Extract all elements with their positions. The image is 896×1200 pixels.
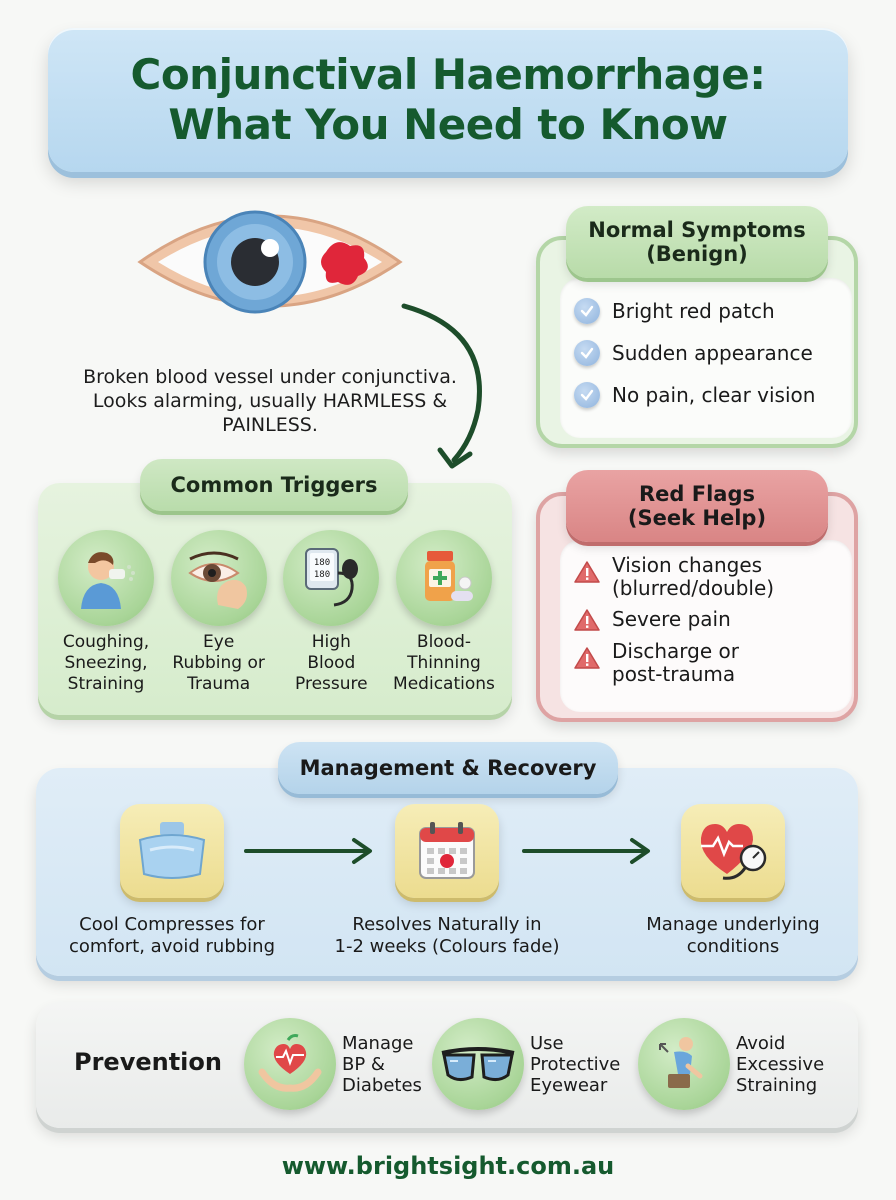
medication-icon [395,530,492,626]
normal-symptoms-heading: Normal Symptoms (Benign) [566,206,828,278]
check-icon [574,382,600,408]
eye-icon [130,190,410,330]
title-banner: Conjunctival Haemorrhage: What You Need … [48,28,848,172]
curved-arrow-icon [401,303,482,469]
warning-icon [574,561,600,583]
check-icon [574,298,600,324]
red-flag-item: Severe pain [574,608,852,632]
website-link[interactable]: www.brightsight.com.au [281,1152,615,1180]
title-line-1: Conjunctival Haemorrhage: [130,50,767,99]
triggers-heading: Common Triggers [140,459,408,511]
warning-icon [574,647,600,669]
protective-glasses-icon [432,1018,524,1110]
cold-compress-icon [120,804,224,898]
eye-rubbing-icon [170,530,267,626]
coughing-person-icon [58,530,154,626]
red-flags-heading: Red Flags (Seek Help) [566,470,828,542]
intro-description: Broken blood vessel under conjunctiva. L… [83,366,457,436]
red-flags-list: Vision changes(blurred/double) Severe pa… [560,540,852,712]
trigger-label: Coughing,Sneezing,Straining [62,632,150,694]
blood-pressure-monitor-icon: 180 180 [283,530,380,626]
warning-icon [574,609,600,631]
symptom-item: Sudden appearance [574,340,852,366]
straining-person-icon [638,1018,730,1110]
trigger-item: Coughing,Sneezing,Straining [50,530,162,695]
heart-hands-icon [244,1018,336,1110]
check-icon [574,340,600,366]
red-flag-item: Vision changes(blurred/double) [574,554,852,600]
arrow-right-icon [244,838,372,864]
heart-monitor-icon [681,804,785,898]
symptom-item: Bright red patch [574,298,852,324]
management-heading: Management & Recovery [278,742,618,794]
arrow-right-icon [522,838,650,864]
title-line-2: What You Need to Know [168,100,728,149]
page-title: Conjunctival Haemorrhage: What You Need … [130,50,767,150]
prevention-heading: Prevention [74,1048,222,1076]
normal-symptoms-list: Bright red patch Sudden appearance No pa… [560,278,852,438]
svg-text:180: 180 [314,558,330,568]
svg-text:180: 180 [314,570,330,580]
calendar-icon [395,804,499,898]
symptom-item: No pain, clear vision [574,382,852,408]
